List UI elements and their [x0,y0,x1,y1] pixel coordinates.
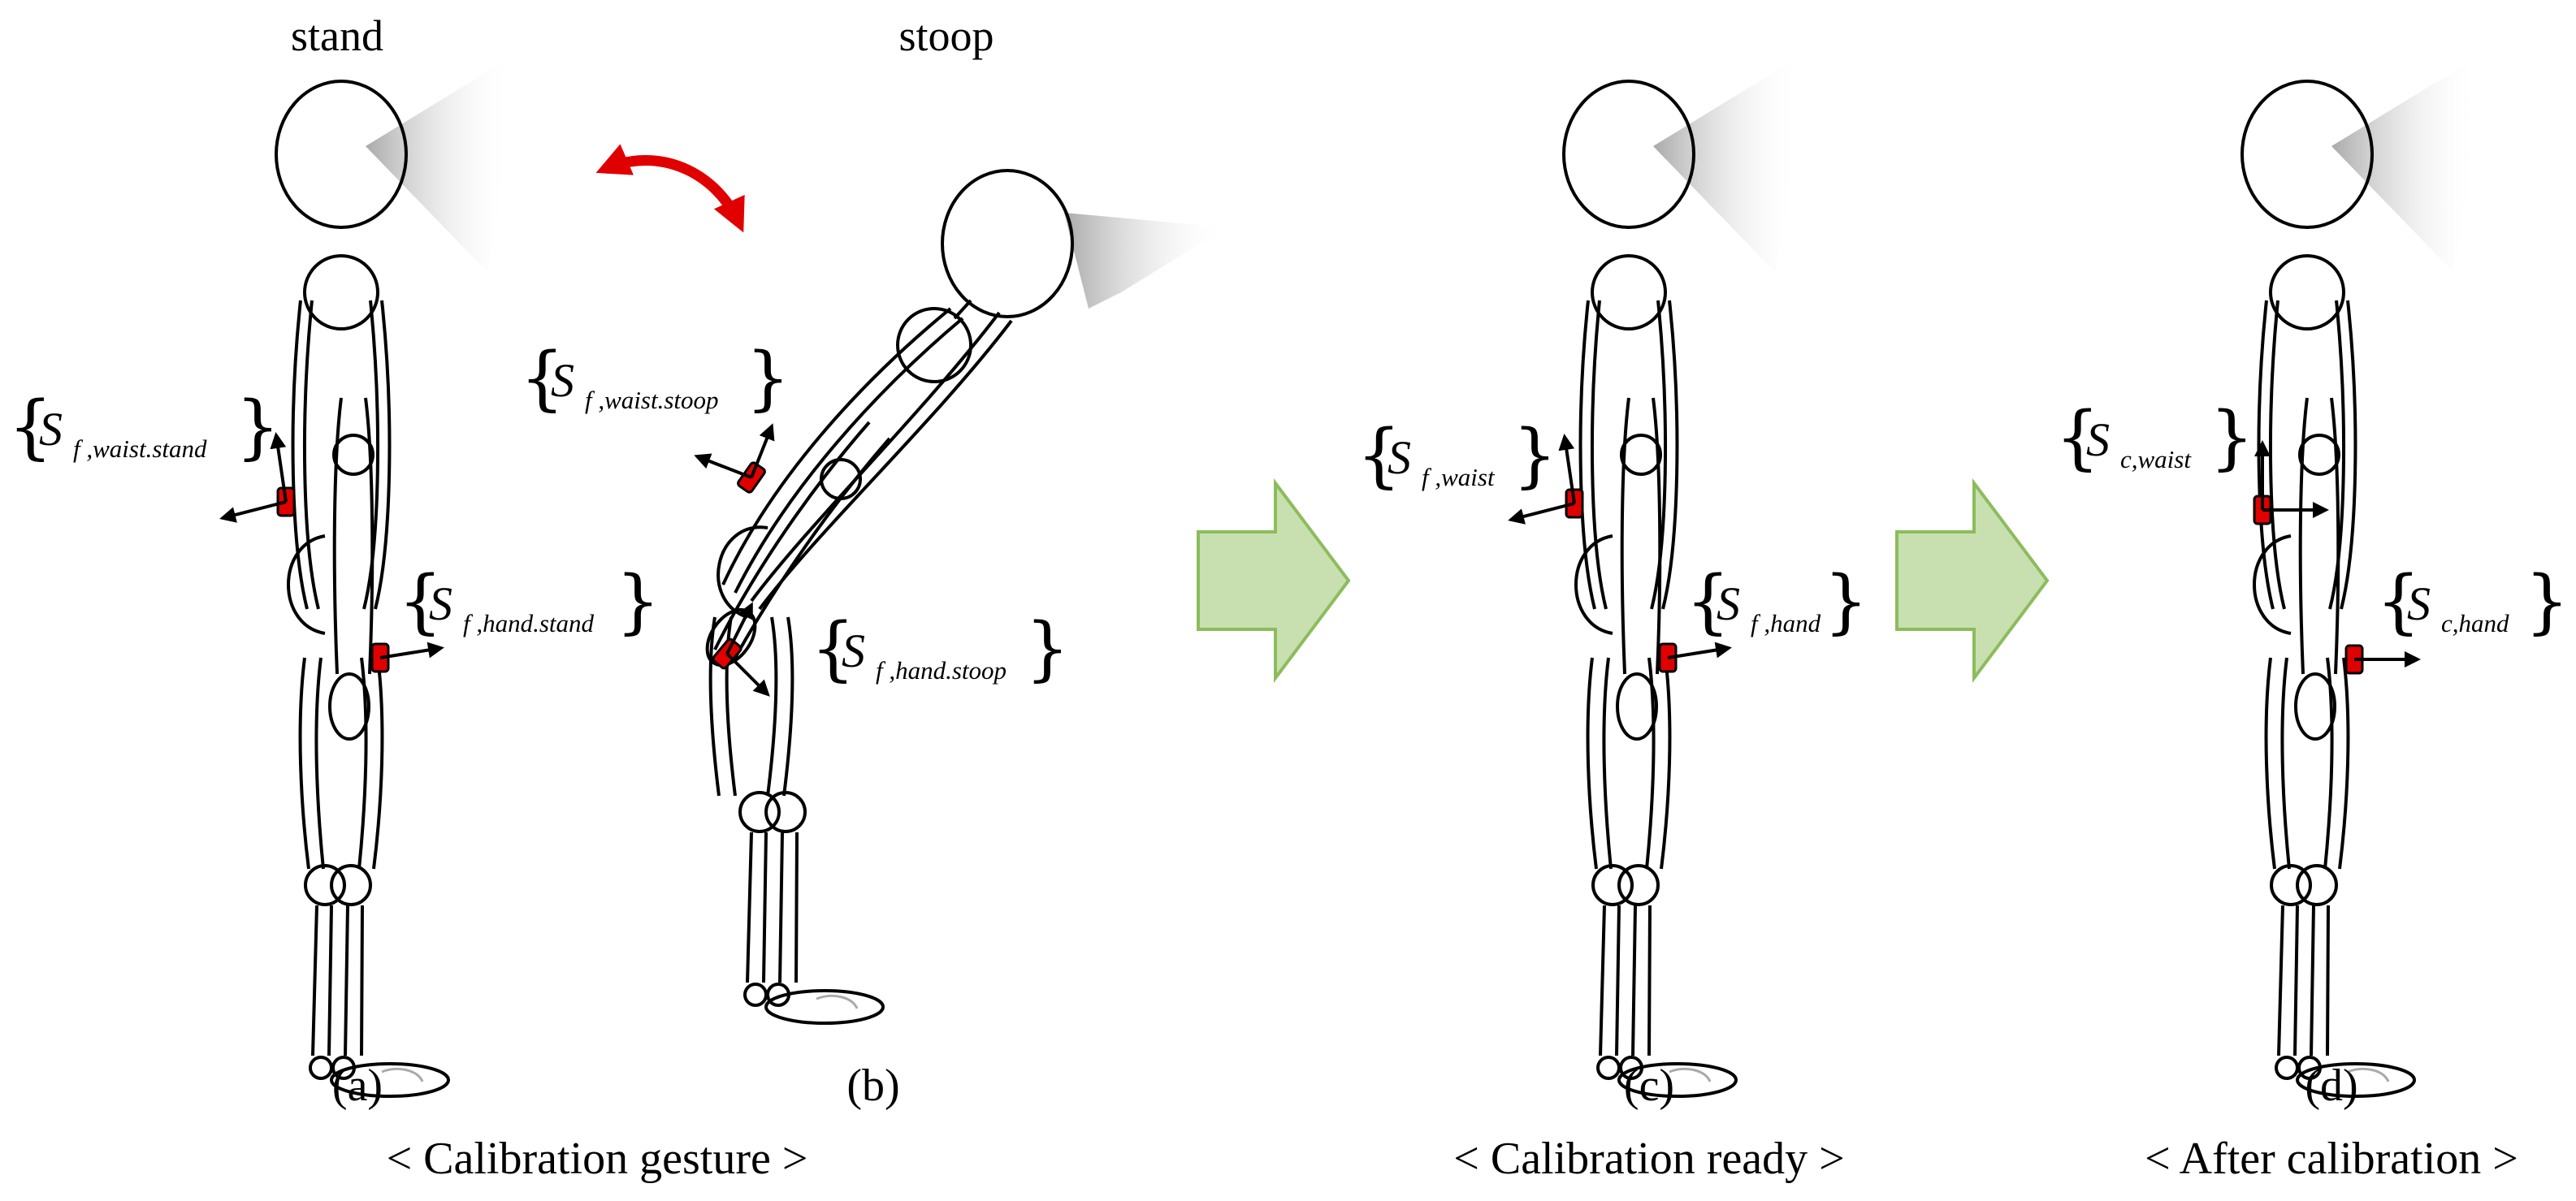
axis-arrow-up [1558,434,1576,504]
svg-text:}: } [1824,561,1868,642]
axis-arrow-side [219,500,287,523]
frame-label-hand-stoop: { S f ,hand.stoop } [811,608,1070,689]
axis-arrow-side [1667,642,1732,659]
svg-text:{: { [1357,415,1401,496]
svg-text:{: { [2055,397,2100,478]
svg-text:{: { [8,387,53,468]
svg-text:{: { [1686,561,1730,642]
frame-label-waist-stoop: { S f ,waist.stoop } [520,338,790,419]
svg-text:f ,waist.stand: f ,waist.stand [73,434,207,463]
axis-arrow-side [379,642,444,659]
svg-text:{: { [520,338,565,419]
figure-stand [219,55,513,1098]
svg-text:c,waist: c,waist [2120,445,2192,473]
panel-label-d: (d) [2305,1061,2357,1111]
figure-ready [1508,55,1801,1098]
svg-text:f ,hand.stoop: f ,hand.stoop [876,656,1007,685]
svg-text:{: { [811,608,855,689]
axis-arrow-b1 [694,453,752,479]
waist-sensor-a [219,432,296,523]
svg-text:}: } [1513,415,1557,496]
svg-text:}: } [2525,561,2570,642]
frame-label-hand-after: { S c,hand } [2376,561,2570,642]
svg-text:S: S [429,577,452,630]
frame-label-waist-after: { S c,waist } [2055,397,2254,478]
svg-text:S: S [2086,413,2110,466]
axis-arrow-side [1508,502,1575,525]
svg-text:{: { [398,561,443,642]
axis-arrow-b4 [725,602,753,655]
figure-after [2240,55,2479,1098]
transition-arrow-1 [1197,478,1351,683]
svg-text:S: S [39,403,63,456]
caption-calibration-gesture: < Calibration gesture > [387,1134,808,1184]
waist-sensor-d [2253,440,2329,525]
axis-arrow-b3 [725,652,770,697]
svg-text:f ,hand.stand: f ,hand.stand [463,609,595,637]
svg-text:}: } [2210,397,2254,478]
waist-sensor-c [1508,434,1584,525]
hand-sensor-c [1658,642,1732,673]
svg-text:}: } [616,561,660,642]
hand-sensor-d [2344,644,2421,675]
caption-after-calibration: < After calibration > [2145,1134,2518,1184]
figure-stoop [694,169,1227,1025]
svg-text:c,hand: c,hand [2441,609,2509,637]
svg-text:S: S [1388,431,1411,484]
panel-label-b: (b) [846,1061,899,1111]
svg-text:f ,hand: f ,hand [1751,609,1821,637]
svg-text:f ,waist: f ,waist [1422,463,1496,491]
frame-label-hand-stand: { S f ,hand.stand } [398,561,660,642]
svg-text:S: S [551,354,574,407]
transition-arrow-2 [1895,478,2050,683]
svg-text:}: } [1025,608,1070,689]
frame-label-waist-ready: { S f ,waist } [1357,415,1557,496]
frame-label-waist-stand: { S f ,waist.stand } [8,387,280,468]
svg-text:S: S [2407,577,2431,630]
hand-sensor-a [370,642,444,673]
axis-arrow-b2 [750,423,775,478]
panel-label-c: (c) [1624,1061,1674,1111]
svg-text:S: S [1717,577,1740,630]
panel-label-a: (a) [332,1061,383,1111]
curved-motion-arrow [595,144,745,233]
caption-calibration-ready: < Calibration ready > [1453,1134,1844,1184]
svg-text:}: } [236,387,280,468]
frame-label-hand-ready: { S f ,hand } [1686,561,1868,642]
svg-text:S: S [842,624,865,677]
svg-text:f ,waist.stoop: f ,waist.stoop [585,386,719,414]
svg-text:}: } [746,338,790,419]
label-stoop: stoop [898,11,994,60]
label-stand: stand [291,11,383,60]
svg-text:{: { [2376,561,2421,642]
axis-arrow-up [270,432,288,503]
